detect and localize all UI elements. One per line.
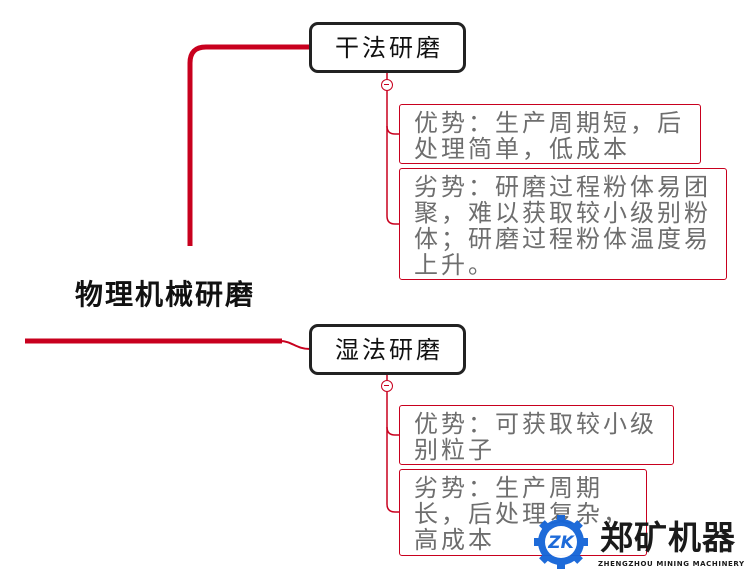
subtopic-wet-disadvantage[interactable]: 劣势：生产周期 长，后处理复杂， 高成本 bbox=[399, 469, 647, 556]
company-logo: ZK 郑矿机器 ZHENGZHOU MINING MACHINERY bbox=[532, 513, 744, 573]
topic-dry-grinding[interactable]: 干法研磨 bbox=[309, 22, 466, 73]
collapse-toggle-dry-grinding[interactable] bbox=[381, 79, 393, 91]
connector-root-to-wet-grinding-hook bbox=[279, 340, 311, 350]
connector-dry-disadvantage bbox=[386, 126, 400, 225]
subtopic-text-line: 优势：生产周期短，后 bbox=[414, 109, 684, 137]
logo-company-name: 郑矿机器 bbox=[600, 518, 736, 557]
minus-icon bbox=[384, 83, 389, 86]
subtopic-text-line: 优势：可获取较小级 bbox=[414, 410, 657, 438]
subtopic-text-line: 上升。 bbox=[414, 251, 495, 279]
gear-logo-icon: ZK bbox=[534, 515, 588, 569]
subtopic-text-line: 处理简单，低成本 bbox=[414, 135, 630, 163]
subtopic-text-line: 体；研磨过程粉体温度易 bbox=[414, 225, 711, 253]
collapse-toggle-wet-grinding[interactable] bbox=[381, 380, 393, 392]
subtopic-wet-advantage[interactable]: 优势：可获取较小级 别粒子 bbox=[399, 405, 674, 465]
connector-root-to-dry-grinding bbox=[187, 44, 310, 246]
subtopic-text-line: 聚，难以获取较小级别粉 bbox=[414, 199, 711, 227]
subtopic-dry-disadvantage[interactable]: 劣势：研磨过程粉体易团 聚，难以获取较小级别粉 体；研磨过程粉体温度易 上升。 bbox=[399, 168, 727, 280]
topic-label: 干法研磨 bbox=[335, 33, 443, 62]
connector-wet-disadvantage bbox=[386, 427, 400, 513]
logo-company-subtitle: ZHENGZHOU MINING MACHINERY bbox=[598, 560, 745, 568]
subtopic-dry-advantage[interactable]: 优势：生产周期短，后 处理简单，低成本 bbox=[399, 104, 701, 164]
subtopic-text-line: 劣势：研磨过程粉体易团 bbox=[414, 173, 711, 201]
logo-mark-text: ZK bbox=[547, 533, 575, 553]
topic-wet-grinding[interactable]: 湿法研磨 bbox=[309, 324, 466, 375]
subtopic-text-line: 别粒子 bbox=[414, 436, 495, 464]
minus-icon bbox=[384, 384, 389, 387]
subtopic-text-line: 长，后处理复杂， bbox=[414, 500, 630, 528]
root-topic[interactable]: 物理机械研磨 bbox=[75, 278, 256, 311]
subtopic-text-line: 高成本 bbox=[414, 526, 495, 554]
subtopic-text-line: 劣势：生产周期 bbox=[414, 474, 603, 502]
topic-label: 湿法研磨 bbox=[335, 335, 443, 364]
